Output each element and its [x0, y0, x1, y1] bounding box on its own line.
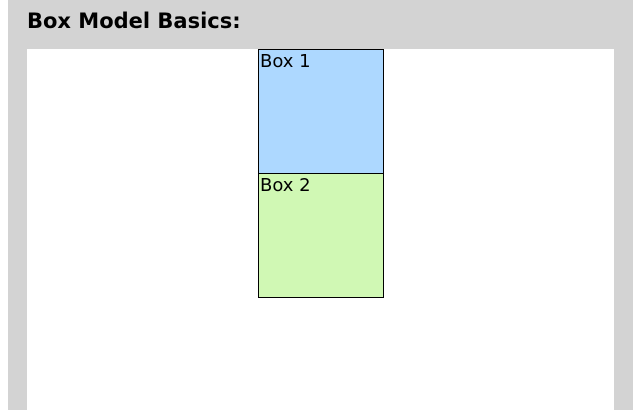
page-title: Box Model Basics: [27, 9, 241, 33]
box-1: Box 1 [258, 49, 384, 174]
box-2: Box 2 [258, 173, 384, 298]
page-frame: Box Model Basics: Box 1 Box 2 [8, 0, 633, 410]
content-area: Box 1 Box 2 [27, 49, 614, 410]
